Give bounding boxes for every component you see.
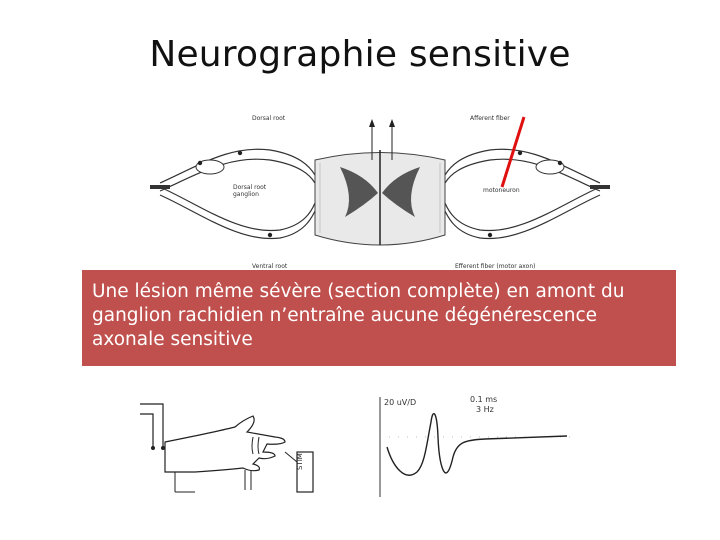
label-dorsal-root: Dorsal root	[252, 115, 286, 122]
spinal-cord-diagram	[150, 116, 610, 246]
callout-box: Une lésion même sévère (section complète…	[82, 270, 676, 366]
slide-title: Neurographie sensitive	[149, 34, 571, 75]
label-ganglion: Dorsal root ganglion	[233, 184, 267, 198]
stimulation-diagram	[140, 403, 314, 493]
callout-text: Une lésion même sévère (section complète…	[92, 281, 625, 350]
snap-trace	[379, 397, 570, 497]
freq-label: 3 Hz	[476, 405, 494, 414]
label-afferent-fiber: Afferent fiber	[470, 115, 510, 122]
stim-label: STIM	[296, 453, 304, 470]
label-motoneuron: motoneuron	[483, 187, 520, 194]
label-ventral-root: Ventral root	[252, 263, 288, 270]
gain-label: 20 uV/D	[384, 398, 417, 407]
label-efferent-fiber: Efferent fiber (motor axon)	[455, 263, 536, 270]
time-label: 0.1 ms	[470, 395, 498, 404]
